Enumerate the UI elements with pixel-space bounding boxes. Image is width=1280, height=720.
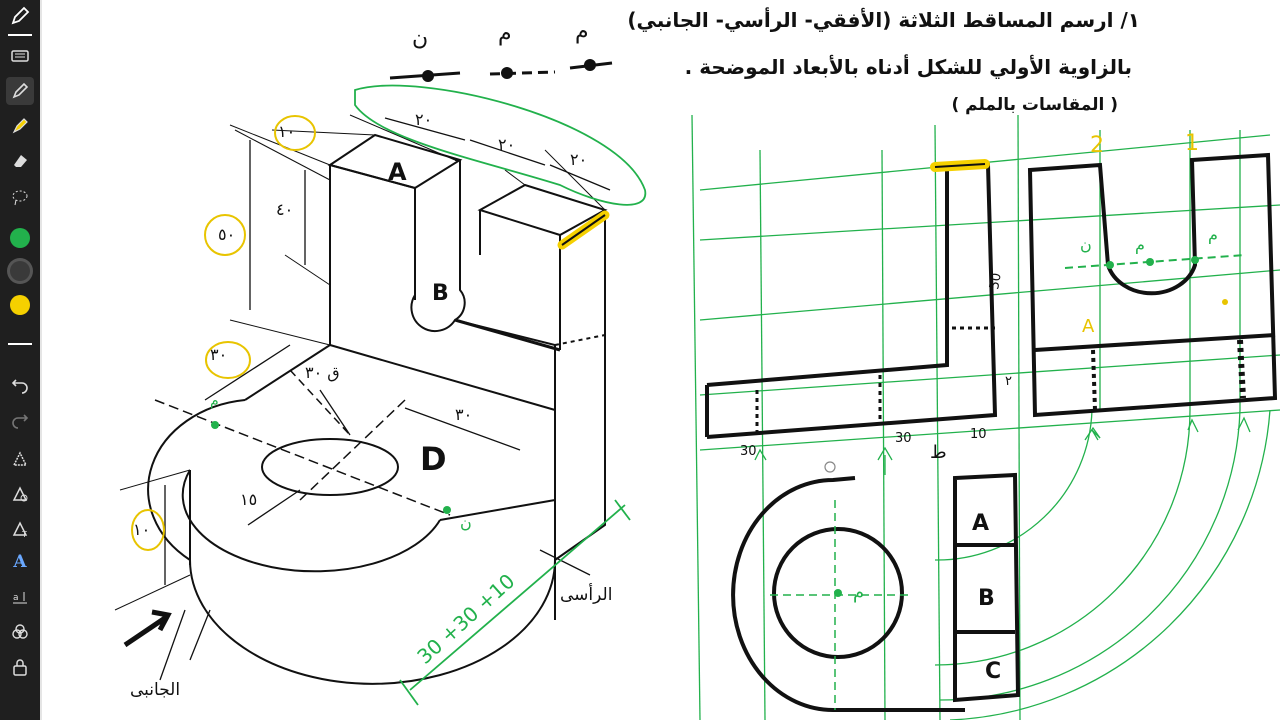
mark-m: م	[210, 393, 219, 409]
svg-text:T: T	[21, 530, 27, 539]
top-legend-marks: ن م م	[389, 19, 613, 82]
iso-yellow-marks	[131, 115, 316, 551]
number-2: 2	[1090, 133, 1104, 158]
redo-icon[interactable]	[6, 405, 34, 433]
svg-text:م: م	[575, 19, 589, 44]
dim-30b: 30	[895, 431, 912, 446]
yellow-color-swatch[interactable]	[10, 295, 30, 315]
construction-lines	[691, 114, 1280, 720]
number-1: 1	[1185, 131, 1199, 156]
mark-n: ن	[460, 513, 472, 532]
text-shape-icon[interactable]: T	[6, 515, 34, 543]
plan-letter-c: C	[985, 659, 1001, 684]
plan-view	[731, 472, 1021, 712]
shape-tool-icon[interactable]	[6, 445, 34, 473]
highlighter-icon[interactable]	[6, 112, 34, 140]
letter-d: D	[420, 440, 447, 478]
dim-10-bottom: ١٠	[133, 520, 150, 539]
dim-20-c: ٢٠	[570, 150, 587, 169]
keyboard-icon[interactable]	[6, 42, 34, 70]
side-labels: 2 1 ن م م A	[1080, 131, 1218, 337]
iso-dimension-labels: ١٠ ٢٠ ٢٠ ٢٠ ٤٠ ٥٠ ٣٠ ق ٣٠ ٣٠ ١٥ ١٠ A B D…	[130, 110, 612, 700]
pen-icon[interactable]	[6, 77, 34, 105]
yellow-point	[1222, 299, 1228, 305]
question-line-1: ١/ ارسم المساقط الثلاثة (الأفقي- الرأسي-…	[627, 8, 1140, 32]
svg-text:م: م	[498, 21, 512, 46]
svg-text:ن: ن	[412, 26, 428, 51]
dim-10-top: ١٠	[278, 122, 295, 141]
dim-30a: 30	[740, 444, 757, 459]
iso-green-points	[211, 421, 451, 514]
side-view-arrow-icon	[123, 609, 172, 648]
canvas-edge	[40, 0, 42, 720]
cursor-marker	[824, 461, 836, 473]
lasso-icon[interactable]	[6, 184, 34, 212]
sum-dimension-note: 30 +30 +10	[412, 569, 519, 669]
plan-letter-a: A	[972, 511, 989, 536]
side-center-line	[1064, 254, 1246, 269]
side-view	[1027, 152, 1278, 418]
undo-icon[interactable]	[6, 370, 34, 398]
letter-b: B	[432, 281, 449, 306]
plan-mark-m: م	[853, 582, 864, 603]
isometric-drawing	[114, 114, 611, 685]
dim-40: ٤٠	[276, 200, 293, 219]
mark-s: ٢	[1005, 374, 1012, 389]
toolbar-divider	[8, 34, 32, 36]
dim-30-left: ٣٠	[210, 345, 227, 364]
mark-t: ط	[930, 442, 947, 463]
front-view	[705, 163, 998, 439]
dim-15: ١٥	[240, 490, 257, 509]
question-line-2: بالزاوية الأولي للشكل أدناه بالأبعاد الم…	[684, 55, 1132, 79]
dim-r30: ق ٣٠	[305, 363, 340, 382]
pencil-tool-icon[interactable]	[6, 2, 34, 30]
label-side-view: الجانبى	[130, 680, 180, 700]
side-mark-m1: م	[1135, 235, 1145, 254]
dim-50-front: 50	[987, 272, 1005, 291]
plan-letter-b: B	[978, 586, 995, 611]
dim-20-b: ٢٠	[498, 135, 515, 154]
green-color-swatch[interactable]	[10, 228, 30, 248]
side-mark-a: A	[1082, 316, 1095, 337]
black-color-swatch[interactable]	[10, 261, 30, 281]
svg-text:a: a	[13, 593, 19, 603]
image-tool-icon[interactable]	[6, 480, 34, 508]
lock-icon[interactable]	[6, 653, 34, 681]
dim-10b: 10	[970, 427, 987, 442]
sticker-icon[interactable]	[6, 618, 34, 646]
label-front-view: الرأسى	[560, 583, 612, 605]
eraser-icon[interactable]	[6, 147, 34, 175]
plan-center-point	[834, 589, 842, 597]
dim-30-right: ٣٠	[455, 405, 472, 424]
front-view-dims: 50 ٢ 30 30 10 ط	[740, 272, 1012, 463]
side-mark-m2: م	[1208, 225, 1218, 244]
side-green-points	[1106, 256, 1199, 269]
text-tool-icon[interactable]: A	[13, 552, 27, 572]
dim-50: ٥٠	[218, 225, 235, 244]
question-line-3: ( المقاسات بالملم )	[951, 95, 1118, 115]
dim-20-a: ٢٠	[415, 110, 432, 129]
side-mark-n: ن	[1080, 235, 1092, 254]
plan-letters: A B C	[972, 511, 1001, 684]
toolbar-divider	[8, 343, 32, 345]
iso-green-annotations	[354, 84, 647, 706]
text-box-icon[interactable]: a	[6, 584, 34, 612]
drawing-toolbar: T A a	[0, 0, 40, 720]
letter-a: A	[388, 158, 407, 186]
